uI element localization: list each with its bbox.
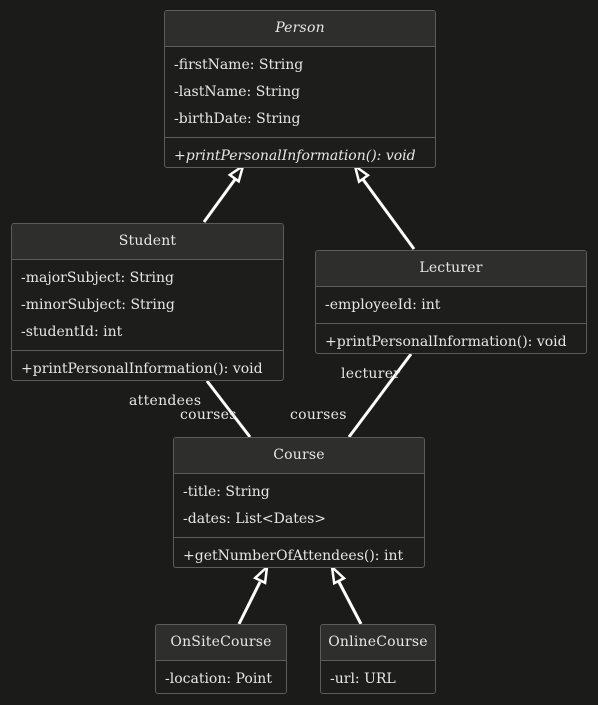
attribute-list: -employeeId: int <box>316 287 586 323</box>
attribute: -minorSubject: String <box>21 297 175 313</box>
inheritance-arrowhead-onsite <box>253 563 269 585</box>
class-name: Person <box>165 11 435 47</box>
inheritance-arrowhead-online <box>330 563 347 586</box>
attribute: -studentId: int <box>21 324 123 340</box>
operation-list: +getNumberOfAttendees(): int <box>174 537 424 567</box>
operation: +getNumberOfAttendees(): int <box>183 548 404 564</box>
generalization-online-course <box>337 581 363 625</box>
class-name: Student <box>12 224 283 260</box>
operation-list: +printPersonalInformation(): void <box>165 137 435 167</box>
inheritance-arrowhead-student <box>227 163 246 184</box>
attribute: -dates: List<Dates> <box>183 511 327 527</box>
attribute-list: -location: Point <box>156 661 286 693</box>
generalization-onsite-course <box>237 581 262 625</box>
attribute: -employeeId: int <box>325 297 441 313</box>
class-name: Course <box>174 438 424 474</box>
class-student[interactable]: Student -majorSubject: String -minorSubj… <box>11 223 284 381</box>
operation-list: +printPersonalInformation(): void <box>316 323 586 353</box>
role-label-attendees: attendees <box>129 393 202 409</box>
operation: +printPersonalInformation(): void <box>325 334 567 350</box>
operation: +printPersonalInformation(): void <box>21 361 263 377</box>
attribute-list: -title: String -dates: List<Dates> <box>174 474 424 537</box>
generalization-lecturer-person <box>360 177 416 250</box>
attribute: -majorSubject: String <box>21 270 175 286</box>
generalization-student-person <box>202 177 238 223</box>
operation: +printPersonalInformation(): void <box>174 148 416 164</box>
attribute: -url: URL <box>330 671 396 687</box>
attribute: -firstName: String <box>174 57 304 73</box>
class-name: Lecturer <box>316 251 586 287</box>
attribute-list: -firstName: String -lastName: String -bi… <box>165 47 435 137</box>
class-name: OnSiteCourse <box>156 625 286 661</box>
attribute: -location: Point <box>165 671 272 687</box>
class-name: OnlineCourse <box>321 625 435 661</box>
class-onlinecourse[interactable]: OnlineCourse -url: URL <box>320 624 436 694</box>
attribute: -lastName: String <box>174 84 301 100</box>
attribute: -title: String <box>183 484 270 500</box>
role-label-lecturer-courses: courses <box>290 407 347 423</box>
attribute: -birthDate: String <box>174 111 301 127</box>
class-course[interactable]: Course -title: String -dates: List<Dates… <box>173 437 425 568</box>
class-person[interactable]: Person -firstName: String -lastName: Str… <box>164 10 436 168</box>
operation-list: +printPersonalInformation(): void <box>12 350 283 380</box>
attribute-list: -url: URL <box>321 661 435 693</box>
attribute-list: -majorSubject: String -minorSubject: Str… <box>12 260 283 350</box>
class-lecturer[interactable]: Lecturer -employeeId: int +printPersonal… <box>315 250 587 354</box>
role-label-student-courses: courses <box>180 407 237 423</box>
class-onsitecourse[interactable]: OnSiteCourse -location: Point <box>155 624 287 694</box>
role-label-lecturer: lecturer <box>341 366 401 382</box>
association-student-course <box>205 380 252 438</box>
association-lecturer-course <box>347 353 413 438</box>
inheritance-arrowhead-lecturer <box>352 162 371 184</box>
